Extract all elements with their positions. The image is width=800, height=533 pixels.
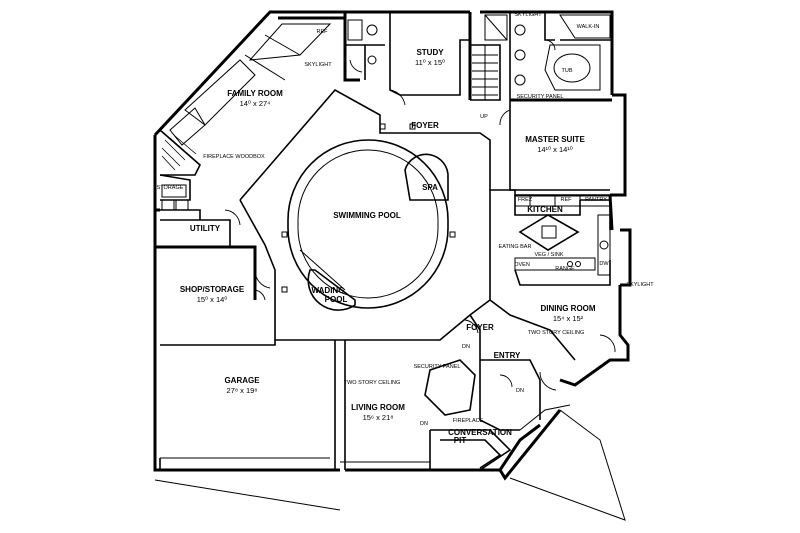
oven-note: OVEN xyxy=(514,262,530,268)
living-room-dims: 15⁶ x 21⁸ xyxy=(363,413,394,422)
exterior-walls xyxy=(153,10,632,481)
spa-shape xyxy=(404,153,449,201)
entry-label: ENTRY xyxy=(494,351,521,360)
room-labels: FAMILY ROOM 14⁰ x 27⁴ STUDY 11⁰ x 15⁰ FO… xyxy=(180,48,596,445)
kitchen-fixtures xyxy=(514,195,611,276)
eating-bar-note: EATING BAR xyxy=(499,244,532,250)
spa-label: SPA xyxy=(422,183,438,192)
shop-storage-label: SHOP/STORAGE xyxy=(180,285,245,294)
swimming-pool-label: SWIMMING POOL xyxy=(333,211,401,220)
up-note: UP xyxy=(480,114,488,120)
garage-dims: 27⁸ x 19⁸ xyxy=(227,386,258,395)
storage-note: STORAGE xyxy=(157,185,184,191)
living-room-label: LIVING ROOM xyxy=(351,403,405,412)
veg-sink-note: VEG / SINK xyxy=(534,252,563,258)
dining-room-dims: 15⁴ x 15² xyxy=(553,314,584,323)
tub-note: TUB xyxy=(562,68,573,74)
wading-pool-label-line1: WADING xyxy=(312,286,345,295)
dn-note-3: DN xyxy=(420,421,428,427)
annotation-labels: SKYLIGHT REF SKYLIGHT WALK-IN TUB SECURI… xyxy=(157,12,655,427)
wading-pool-shape xyxy=(307,269,356,311)
family-room-label: FAMILY ROOM xyxy=(227,89,283,98)
skylight-family-note: SKYLIGHT xyxy=(304,62,332,68)
dn-note-2: DN xyxy=(516,388,524,394)
pantry-note: PANTRY xyxy=(585,197,607,203)
master-suite-dims: 14¹⁰ x 14¹⁰ xyxy=(537,145,573,154)
study-label: STUDY xyxy=(416,48,444,57)
dining-room-label: DINING ROOM xyxy=(540,304,595,313)
family-room-fixtures xyxy=(161,23,332,211)
door-swings xyxy=(224,39,616,391)
master-suite-label: MASTER SUITE xyxy=(525,135,585,144)
conversation-pit-label-2: PIT xyxy=(454,436,467,445)
two-story-ceiling-dining-note: TWO STORY CEILING xyxy=(528,330,585,336)
fireplace-woodbox-note: FIREPLACE WOODBOX xyxy=(203,154,265,160)
kitchen-label: KITCHEN xyxy=(527,205,563,214)
security-panel-bottom-note: SECURITY PANEL xyxy=(414,364,461,370)
utility-label: UTILITY xyxy=(190,224,221,233)
foyer-bottom-label: FOYER xyxy=(466,323,494,332)
family-room-dims: 14⁰ x 27⁴ xyxy=(240,99,271,108)
swimming-pool-shape xyxy=(287,139,449,309)
study-dims: 11⁰ x 15⁰ xyxy=(415,58,445,67)
walk-in-note: WALK-IN xyxy=(577,24,600,30)
ref-kitchen-note: REF xyxy=(561,197,573,203)
foyer-top-label: FOYER xyxy=(411,121,439,130)
security-panel-top-note: SECURITY PANEL xyxy=(517,94,564,100)
bath-fixtures xyxy=(347,14,611,100)
range-note: RANGE xyxy=(555,266,575,272)
wading-pool-label-line2: POOL xyxy=(325,295,348,304)
skylight-dining-note: SKYLIGHT xyxy=(626,282,654,288)
dw-note: DW xyxy=(599,261,609,267)
freezer-note: FREZ xyxy=(518,197,533,203)
garage-label: GARAGE xyxy=(224,376,260,385)
ref-family-note: REF xyxy=(317,29,329,35)
shop-storage-dims: 15⁰ x 14⁰ xyxy=(197,295,228,304)
fireplace-living-note: FIREPLACE xyxy=(453,418,484,424)
conversation-pit-label: CONVERSATION xyxy=(448,428,512,437)
dn-note-1: DN xyxy=(462,344,470,350)
two-story-ceiling-living-note: TWO STORY CEILING xyxy=(344,380,401,386)
pool-area xyxy=(281,123,456,311)
skylight-master-note: SKYLIGHT xyxy=(514,12,542,18)
